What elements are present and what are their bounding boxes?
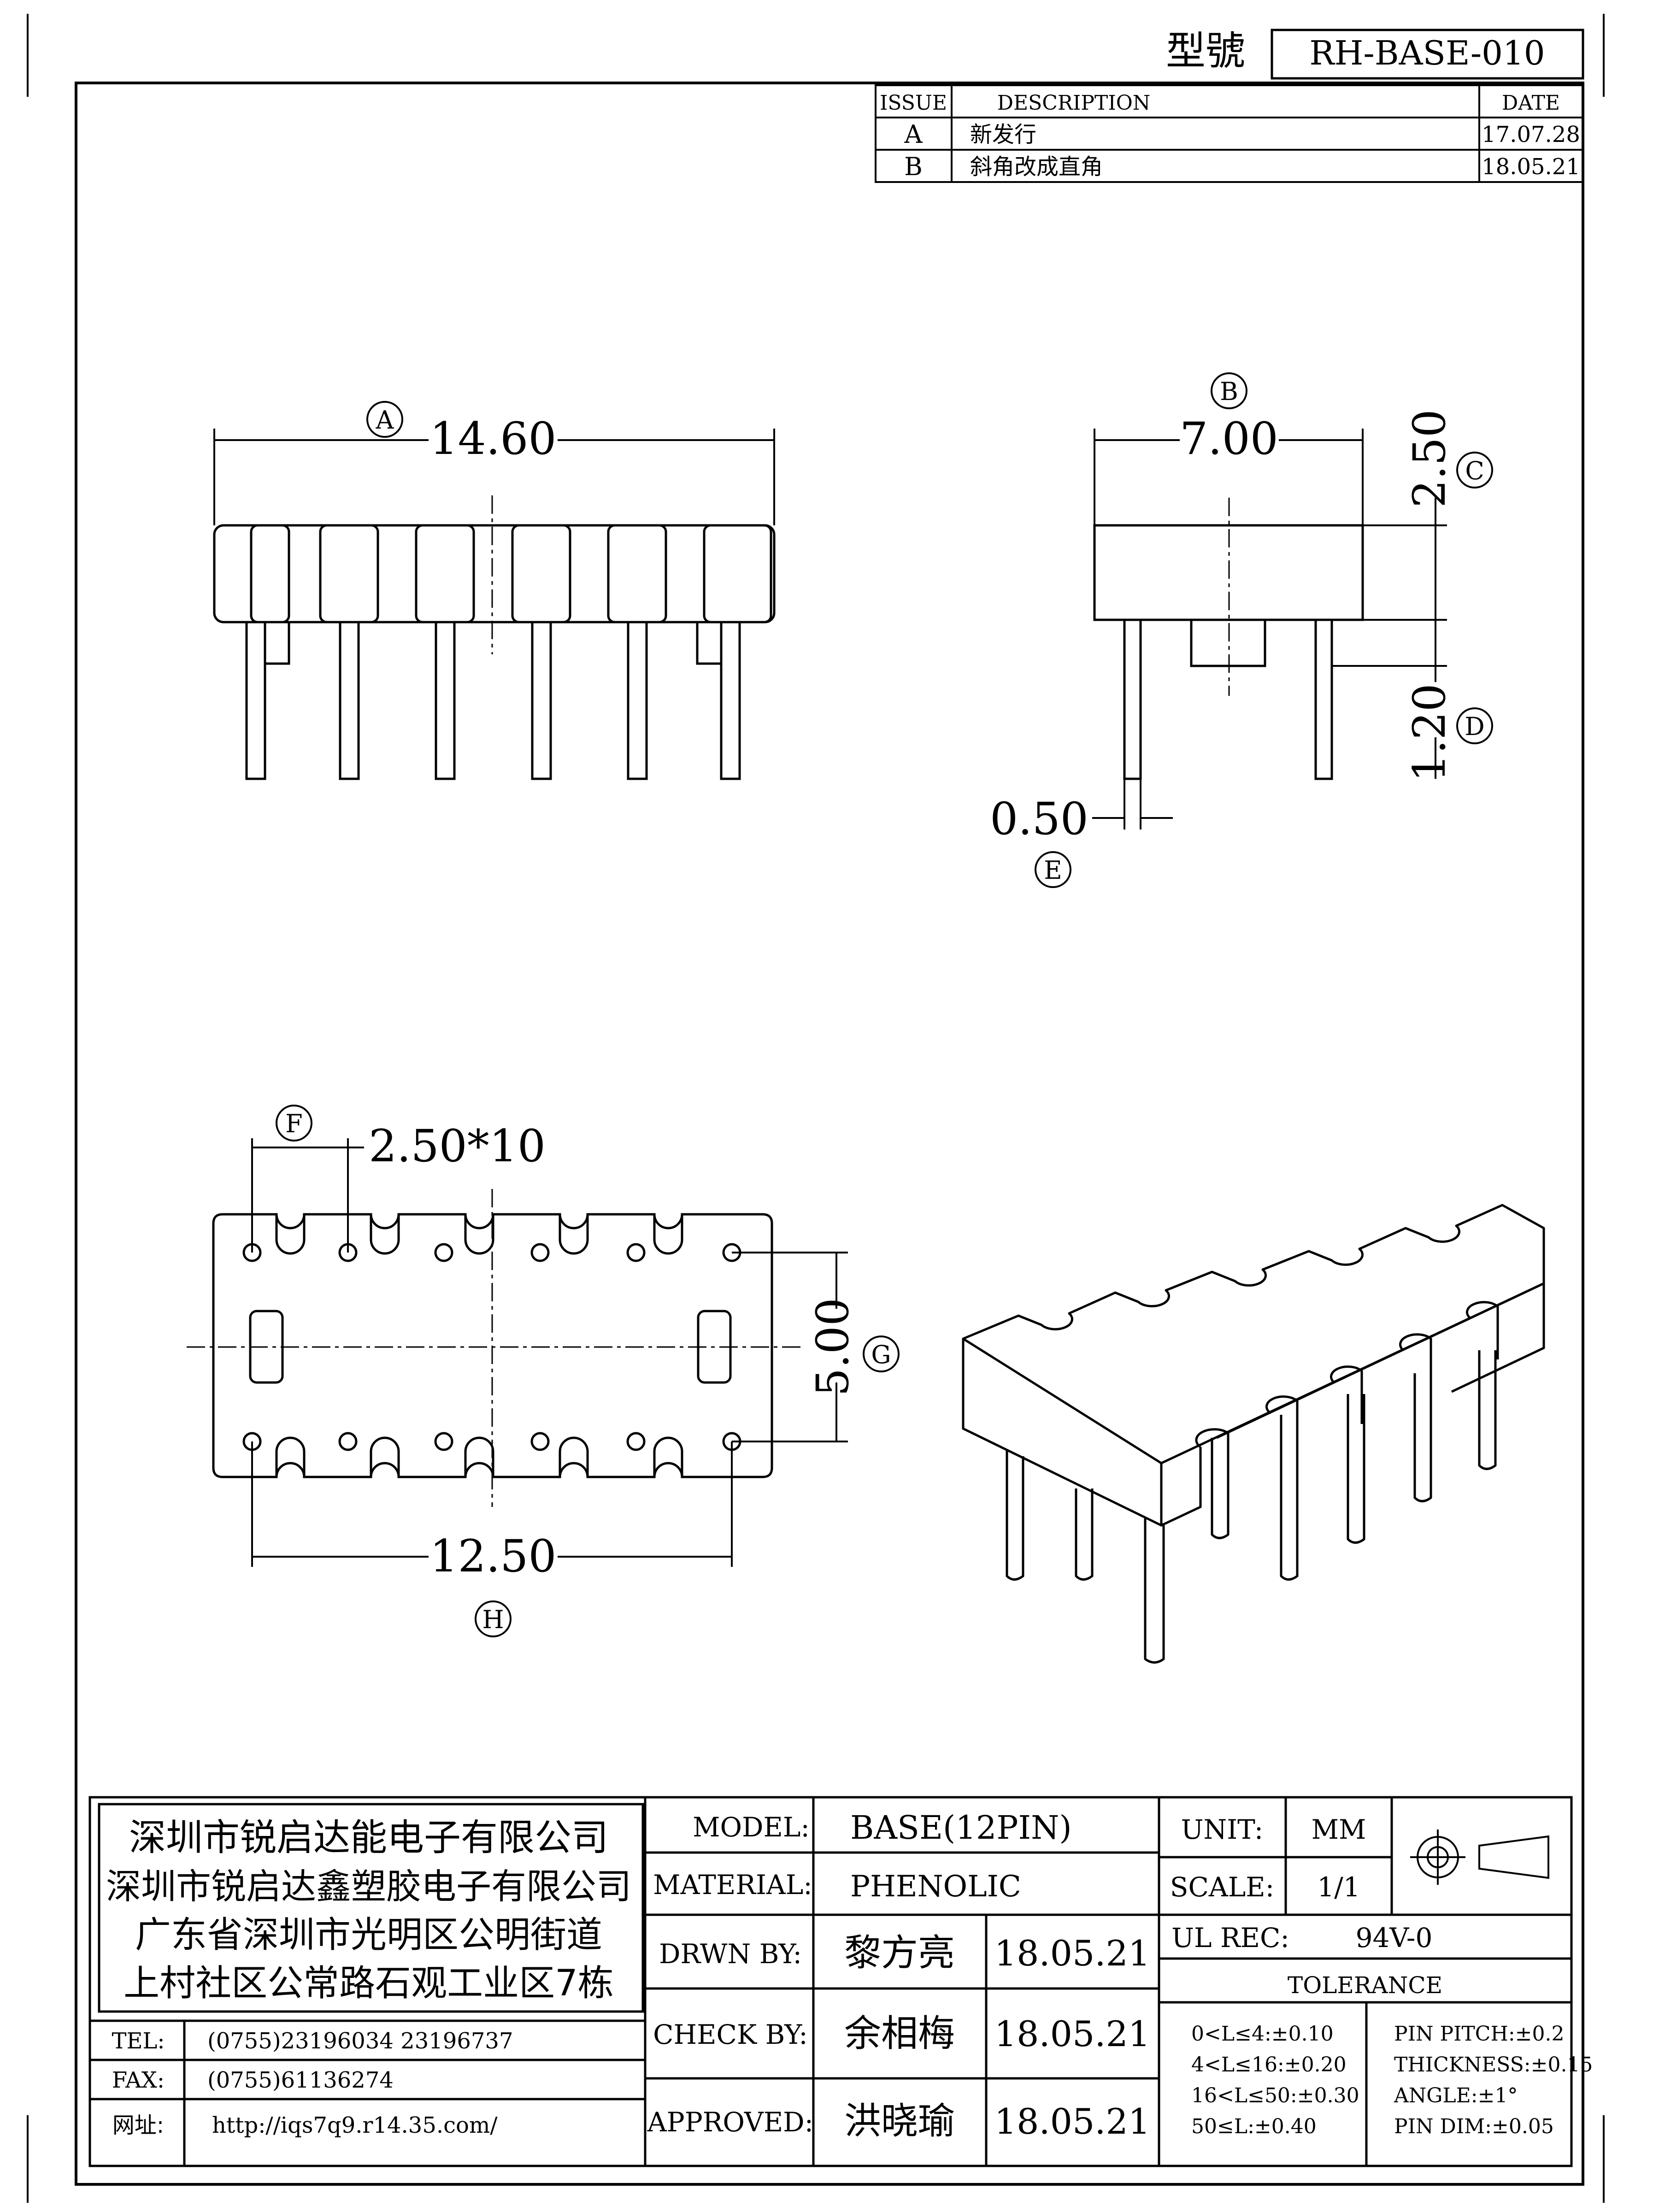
dim-g-lines [732,1252,848,1442]
title-block-frame [88,1796,1573,2167]
tolerance-right-row: THICKNESS:±0.15 [1394,2053,1593,2077]
approved-date: 18.05.21 [994,2101,1150,2142]
projection-symbol-icon [1410,1830,1549,1885]
tolerance-left-row: 16<L≤50:±0.30 [1191,2084,1359,2107]
drawn-by-label: DRWN BY: [659,1938,802,1970]
dim-f-value: 2.50*10 [369,1120,546,1172]
dim-d-value: 1.20 [1404,683,1455,782]
dim-f-lines [251,1138,364,1253]
dim-a-tag-circle [366,401,403,438]
rev-header-issue: ISSUE [880,91,947,115]
dim-b-tag-circle [1211,372,1247,409]
corner-marks [27,14,1605,2203]
dim-d-tag-circle [1456,707,1493,744]
tolerance-right-row: PIN PITCH:±0.2 [1394,2022,1565,2046]
unit-label: UNIT: [1181,1814,1264,1845]
rev-row-description: 斜角改成直角 [970,154,1103,180]
side-view [1093,524,1364,780]
tel-value: (0755)23196034 23196737 [207,2028,513,2054]
dim-c-tag-circle [1456,452,1493,488]
approved-by-label: APPROVED: [647,2106,813,2138]
dim-b-value: 7.00 [1180,413,1278,465]
dim-a-lines [213,429,775,525]
model-field-value: BASE(12PIN) [850,1809,1072,1847]
company-line: 深圳市锐启达能电子有限公司 [129,1816,608,1859]
dim-b-lines [1094,429,1364,525]
tolerance-right-row: ANGLE:±1° [1394,2084,1518,2107]
rev-row-issue: A [904,120,923,149]
model-field-label: MODEL: [693,1812,810,1843]
rev-row-date: 18.05.21 [1482,154,1580,180]
unit-value: MM [1312,1814,1366,1845]
bottom-view-centerlines [187,1189,804,1507]
approved-by-name: 洪晓瑜 [844,2100,955,2142]
drawing-border [75,82,1584,2186]
front-view [213,524,776,780]
dim-a-tag: A [376,406,394,435]
material-label: MATERIAL: [653,1869,812,1900]
model-number-box [1271,29,1584,80]
rev-row-date: 17.07.28 [1482,122,1580,147]
tolerance-right-row: PIN DIM:±0.05 [1394,2115,1554,2138]
dim-d-tag: D [1465,712,1484,741]
bottom-view [212,1213,773,1478]
model-number: RH-BASE-010 [1309,34,1545,72]
check-by-name: 余相梅 [844,2012,955,2055]
tel-label: TEL: [112,2028,165,2054]
drawn-by-name: 黎方亮 [844,1931,955,1974]
company-line: 深圳市锐启达鑫塑胶电子有限公司 [106,1866,631,1907]
model-label: 型號 [1166,28,1245,74]
dim-h-lines [251,1441,733,1567]
check-by-label: CHECK BY: [653,2019,808,2050]
revision-table [875,84,1584,183]
isometric-view [962,1204,1545,1664]
dim-a-value: 14.60 [430,413,557,465]
ul-rec-value: 94V-0 [1356,1922,1433,1953]
dim-h-tag: H [482,1605,504,1634]
rev-header-description: DESCRIPTION [997,91,1151,115]
dim-g-tag-circle [863,1335,900,1372]
web-link[interactable]: http://iqs7q9.r14.35.com/ [212,2112,498,2138]
dim-b-tag: B [1220,377,1238,406]
dim-c-tag: C [1465,456,1484,485]
drawn-date: 18.05.21 [994,1933,1150,1974]
web-label: 网址: [112,2112,164,2138]
dim-f-tag: F [285,1109,302,1138]
tolerance-left-row: 0<L≤4:±0.10 [1191,2022,1334,2046]
model-header: 型號 RH-BASE-010 [1166,28,1584,80]
fax-label: FAX: [112,2067,165,2093]
rev-header-date: DATE [1502,91,1560,115]
tolerance-title: TOLERANCE [1288,1972,1442,1999]
dim-h-value: 12.50 [430,1530,557,1582]
company-address-line: 上村社区公常路石观工业区7栋 [124,1963,614,2004]
dim-c-value: 2.50 [1404,409,1455,508]
dim-g-value: 5.00 [807,1298,859,1396]
dim-c-d-lines [1332,498,1447,779]
material-value: PHENOLIC [850,1870,1021,1904]
scale-label: SCALE: [1170,1871,1274,1903]
rev-row-description: 新发行 [970,122,1036,147]
dim-f-tag-circle [276,1105,312,1141]
fax-value: (0755)61136274 [207,2067,394,2093]
company-address-line: 广东省深圳市光明区公明街道 [135,1914,602,1956]
dim-e-tag-circle [1035,851,1071,888]
scale-value: 1/1 [1317,1871,1360,1903]
dim-g-tag: G [871,1340,891,1369]
dim-e-tag: E [1044,856,1062,885]
dim-e-lines [1092,779,1173,830]
check-date: 18.05.21 [994,2013,1150,2054]
dim-h-tag-circle [475,1600,512,1637]
rev-row-issue: B [904,152,923,181]
tolerance-left-row: 4<L≤16:±0.20 [1191,2053,1347,2077]
dim-e-value: 0.50 [990,793,1088,845]
ul-rec-label: UL REC: [1171,1922,1289,1953]
tolerance-left-row: 50≤L:±0.40 [1191,2115,1317,2138]
